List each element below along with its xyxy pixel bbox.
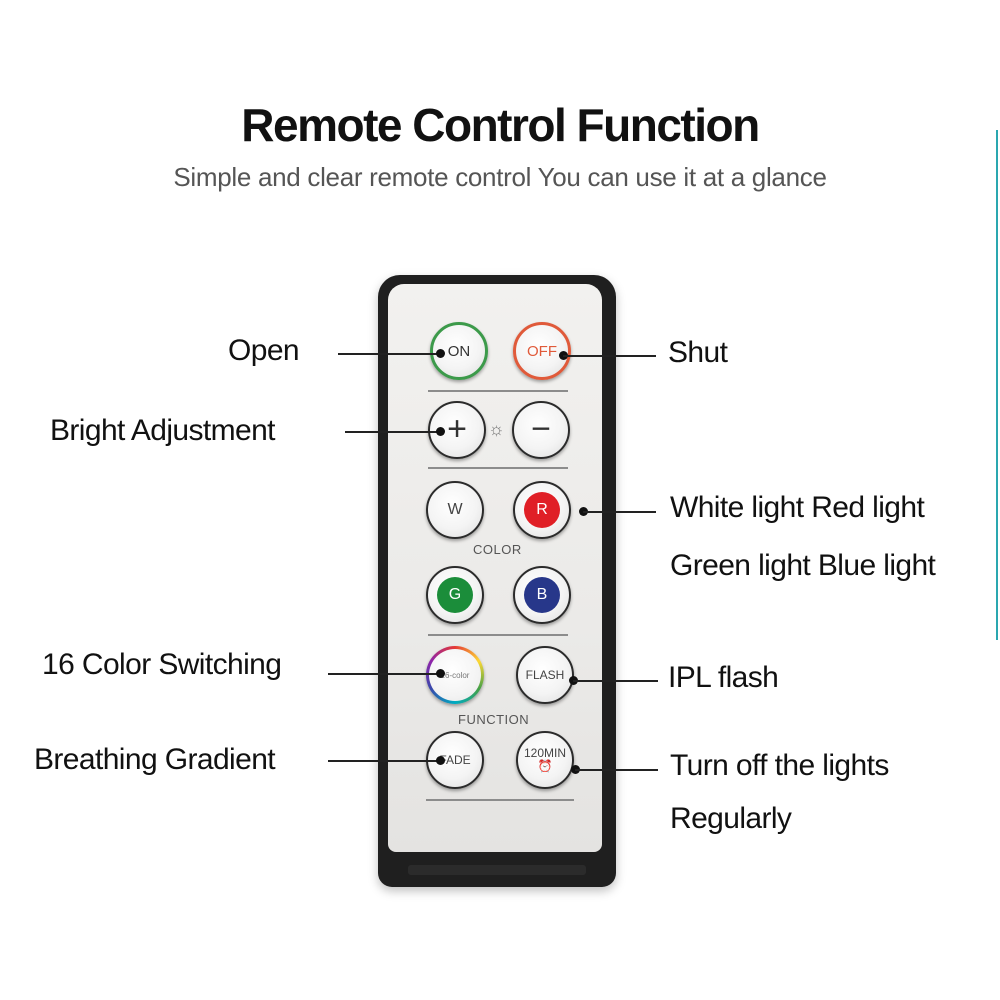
brightness-down-button[interactable]: − bbox=[512, 401, 570, 459]
callout-timer-line2: Regularly bbox=[670, 802, 792, 835]
divider bbox=[428, 390, 568, 392]
leader-dot bbox=[436, 669, 445, 678]
callout-color-line2: Green light Blue light bbox=[670, 549, 936, 582]
red-light-label: R bbox=[524, 492, 560, 528]
leader-dot bbox=[436, 756, 445, 765]
sun-icon: ☼ bbox=[488, 419, 505, 439]
fade-button[interactable]: FADE bbox=[426, 731, 484, 789]
plus-icon: + bbox=[447, 409, 467, 448]
callout-shut: Shut bbox=[668, 336, 728, 369]
flash-button[interactable]: FLASH bbox=[516, 646, 574, 704]
function-section-label: FUNCTION bbox=[458, 712, 530, 727]
callout-ipl-flash: IPL flash bbox=[668, 661, 779, 694]
page-title: Remote Control Function bbox=[241, 99, 760, 151]
color-section-label: COLOR bbox=[473, 542, 522, 557]
color-switching-button[interactable]: 16-color bbox=[426, 646, 484, 704]
leader-line bbox=[575, 769, 658, 771]
white-light-button[interactable]: W bbox=[426, 481, 484, 539]
leader-dot bbox=[436, 349, 445, 358]
leader-line bbox=[573, 680, 658, 682]
leader-line bbox=[583, 511, 656, 513]
remote-control: ON OFF + ☼ − W R COLOR G B 16-color FLAS… bbox=[378, 275, 616, 887]
divider bbox=[426, 799, 574, 801]
leader-line bbox=[345, 431, 440, 433]
remote-face: ON OFF + ☼ − W R COLOR G B 16-color FLAS… bbox=[388, 284, 602, 852]
callout-open: Open bbox=[228, 334, 300, 367]
leader-line bbox=[338, 353, 440, 355]
minus-icon: − bbox=[531, 409, 551, 448]
remote-bottom-edge bbox=[408, 865, 586, 875]
callout-timer-line1: Turn off the lights bbox=[670, 749, 889, 782]
timer-label: 120MIN bbox=[523, 746, 567, 761]
on-button[interactable]: ON bbox=[430, 322, 488, 380]
page-subtitle: Simple and clear remote control You can … bbox=[173, 162, 827, 192]
edge-accent-line bbox=[996, 130, 998, 640]
callout-color-switching: 16 Color Switching bbox=[42, 648, 282, 681]
divider bbox=[428, 467, 568, 469]
green-light-label: G bbox=[437, 577, 473, 613]
leader-line bbox=[563, 355, 656, 357]
divider bbox=[428, 634, 568, 636]
green-light-button[interactable]: G bbox=[426, 566, 484, 624]
blue-light-label: B bbox=[524, 577, 560, 613]
leader-dot bbox=[436, 427, 445, 436]
leader-line bbox=[328, 673, 440, 675]
callout-breathing-gradient: Breathing Gradient bbox=[34, 743, 276, 776]
callout-bright-adjustment: Bright Adjustment bbox=[50, 414, 276, 447]
callout-color-line1: White light Red light bbox=[670, 491, 925, 524]
leader-line bbox=[328, 760, 440, 762]
red-light-button[interactable]: R bbox=[513, 481, 571, 539]
clock-icon: ⏰ bbox=[537, 759, 553, 773]
blue-light-button[interactable]: B bbox=[513, 566, 571, 624]
timer-button[interactable]: 120MIN ⏰ bbox=[516, 731, 574, 789]
